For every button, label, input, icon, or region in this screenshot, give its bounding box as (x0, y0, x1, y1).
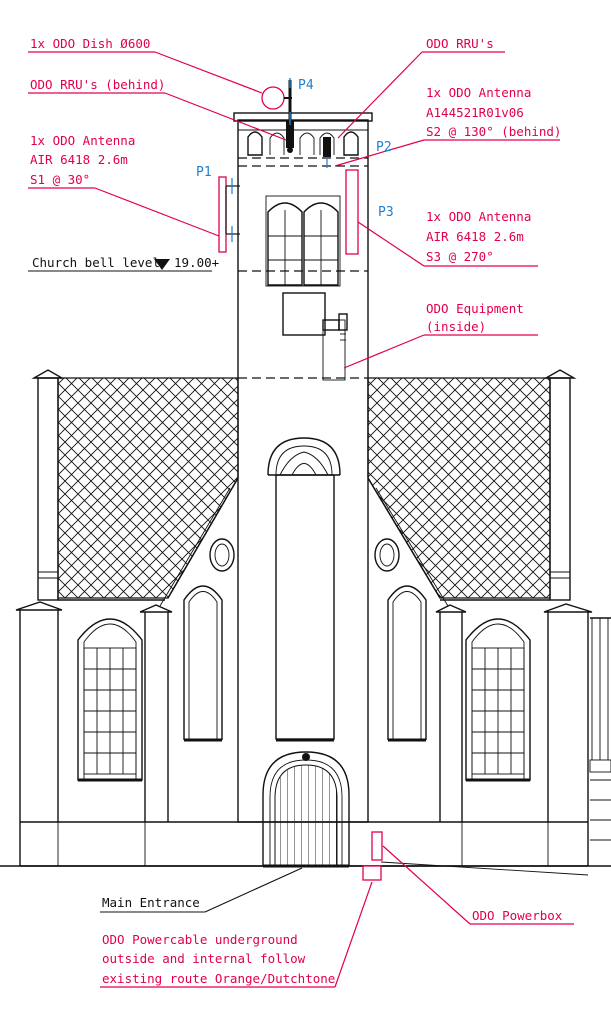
odo-equipment (322, 313, 348, 381)
main-entrance-door (262, 751, 350, 868)
window-lower-left (77, 618, 143, 782)
position-p4: P4 (298, 78, 314, 93)
oculus-right (374, 538, 400, 572)
antenna-s3-label-line2: AIR 6418 2.6m (426, 229, 524, 244)
adjacent-building (589, 617, 611, 841)
window-mid-right (387, 585, 427, 742)
position-p2: P2 (376, 140, 392, 155)
main-entrance-label: Main Entrance (102, 895, 200, 910)
antenna-s3 (345, 169, 359, 255)
antenna-s3-label-line1: 1x ODO Antenna (426, 209, 531, 224)
antenna-s1 (218, 176, 240, 253)
right-roof (367, 377, 551, 599)
leader-lines (28, 51, 574, 988)
powercable-label-line1: ODO Powercable underground (102, 932, 298, 947)
window-lower-right (465, 618, 531, 782)
antenna-s3-label-line3: S3 @ 270° (426, 249, 494, 264)
dish-and-mast (261, 78, 294, 153)
antenna-s2-label-line1: 1x ODO Antenna (426, 85, 531, 100)
antenna-s1-label-line1: 1x ODO Antenna (30, 133, 135, 148)
roof-pilaster-left (31, 369, 65, 601)
position-p3: P3 (378, 205, 394, 220)
position-p1: P1 (196, 165, 212, 180)
window-mid-left (183, 585, 223, 742)
equipment-label-line1: ODO Equipment (426, 301, 524, 316)
dish-label: 1x ODO Dish Ø600 (30, 36, 150, 51)
roof-pilaster-right (543, 369, 577, 601)
powercable-label-line3: existing route Orange/Dutchtone (102, 971, 335, 986)
oculus-left (209, 538, 235, 572)
odo-powerbox (362, 831, 589, 881)
antenna-s2-label-line2: A144521R01v06 (426, 105, 524, 120)
left-roof (57, 377, 239, 599)
bell-level-value: 19.00+ (174, 255, 219, 270)
rru-units (323, 137, 331, 168)
rru-label: ODO RRU's (426, 36, 494, 51)
equipment-label-line2: (inside) (426, 319, 486, 334)
antenna-s2-label-line3: S2 @ 130° (behind) (426, 124, 561, 139)
rru-behind-label: ODO RRU's (behind) (30, 77, 165, 92)
antenna-s1-label-line3: S1 @ 30° (30, 172, 90, 187)
bell-level-label: Church bell level (32, 255, 160, 270)
antenna-s1-label-line2: AIR 6418 2.6m (30, 152, 128, 167)
powercable-label-line2: outside and internal follow (102, 951, 306, 966)
powerbox-label: ODO Powerbox (472, 908, 563, 923)
